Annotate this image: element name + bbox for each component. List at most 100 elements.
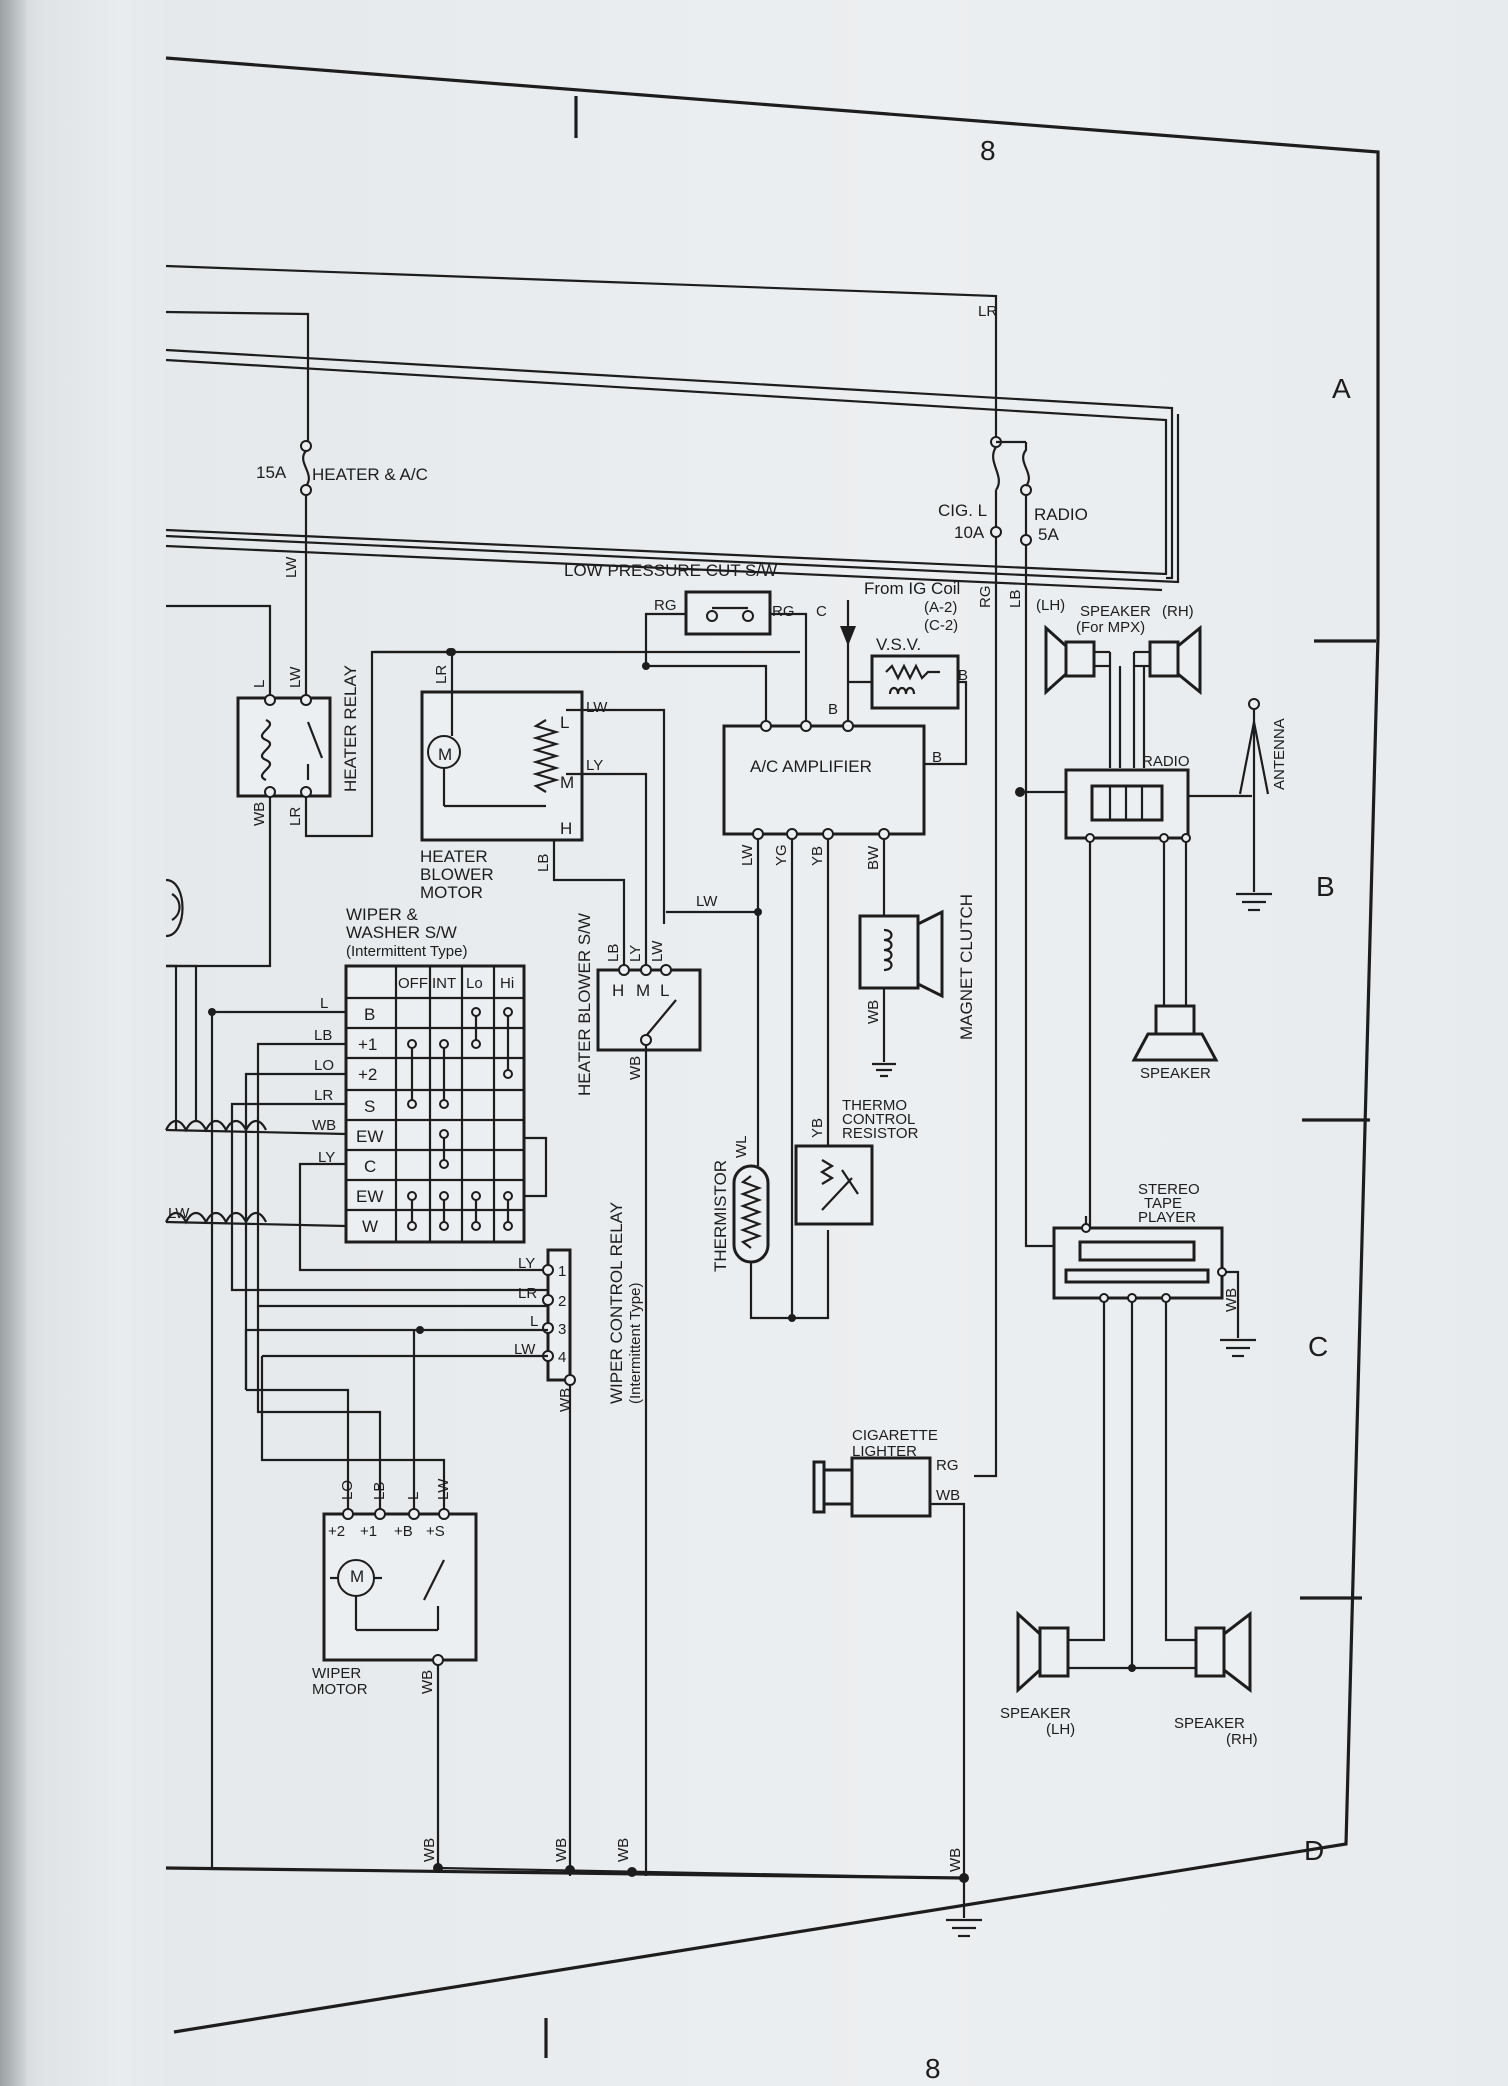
speaker-center-label: SPEAKER — [1140, 1065, 1211, 1082]
ac-amplifier-label: A/C AMPLIFIER — [750, 757, 872, 776]
row-letter-c: C — [1308, 1331, 1328, 1362]
row-letter-a: A — [1332, 373, 1351, 404]
motor-wire-lo: LO — [339, 1480, 356, 1500]
wiper-motor-label-2: MOTOR — [312, 1681, 368, 1698]
blower-sw-wire-ly: LY — [627, 945, 644, 962]
fuse-heater-name: HEATER & A/C — [312, 465, 428, 484]
vsv-wire-b: B — [958, 667, 968, 684]
heater-blower-switch — [596, 964, 702, 1876]
wiper-row-plus2: +2 — [358, 1065, 377, 1084]
mpx-lh: (LH) — [1036, 597, 1065, 614]
speaker-rh — [1194, 1610, 1252, 1694]
wire-motor-lw — [260, 1356, 446, 1509]
wire-relay-l — [166, 604, 272, 695]
blower-wire-lr: LR — [433, 665, 450, 684]
wire-blower-lb — [552, 840, 626, 970]
blower-out-lb: LB — [535, 854, 552, 872]
wiper-motor-symbol: M — [350, 1567, 364, 1586]
relay-wire-lr2: LR — [518, 1285, 537, 1302]
tape-label-3: PLAYER — [1138, 1209, 1196, 1226]
wire-lb-radio — [1024, 545, 1060, 1248]
speaker-mpx-rh — [1134, 624, 1202, 696]
cutoff-component — [165, 878, 184, 1130]
wiper-row-ew2: EW — [356, 1187, 383, 1206]
cig-lighter-label-2: LIGHTER — [852, 1443, 917, 1460]
thermo-wire-yb: YB — [809, 1118, 826, 1138]
cig-lighter-label-1: CIGARETTE — [852, 1427, 938, 1444]
blower-term-l: L — [560, 713, 569, 732]
relay-pin-2: 2 — [558, 1293, 566, 1310]
blower-term-h: H — [560, 819, 572, 838]
relay-wire-l: L — [251, 680, 268, 688]
wire-motor-lo — [246, 1388, 350, 1509]
relay-wire-l2: L — [530, 1313, 538, 1330]
wiper-wire-ly: LY — [318, 1149, 335, 1166]
column-number-bottom: 8 — [925, 2053, 941, 2084]
wiper-motor — [322, 1508, 478, 1666]
cigarette-lighter — [812, 1456, 966, 1878]
wiper-row-b: B — [364, 1005, 375, 1024]
fuse-cig-name: CIG. L — [938, 501, 987, 520]
tape-label-1: STEREO — [1138, 1181, 1200, 1198]
mpx-speaker: SPEAKER — [1080, 603, 1151, 620]
tape-label-2: TAPE — [1144, 1195, 1182, 1212]
amp-wire-bw: BW — [865, 845, 882, 870]
mpx-rh: (RH) — [1162, 603, 1194, 620]
amp-wire-b: B — [932, 749, 942, 766]
vsv-label: V.S.V. — [876, 635, 921, 654]
relay-wire-lw: LW — [287, 666, 304, 688]
relay-pin-1: 1 — [558, 1263, 566, 1280]
heater-blower-motor — [420, 648, 584, 842]
relay-pin-3: 3 — [558, 1321, 566, 1338]
lpc-wire-rg-1: RG — [654, 597, 677, 614]
amp-wire-yb: YB — [809, 846, 826, 866]
wiper-wire-wb: WB — [312, 1117, 336, 1134]
relay-wire-ly: LY — [518, 1255, 535, 1272]
thermo-control-resistor — [794, 1144, 874, 1226]
relay-wire-wb2: WB — [557, 1388, 574, 1412]
blower-motor-label-2: BLOWER — [420, 865, 494, 884]
wiper-control-relay — [542, 1248, 576, 1876]
amp-wire-yg: YG — [773, 844, 790, 866]
wiper-term-pluss: +S — [426, 1523, 445, 1540]
blower-out-lw: LW — [586, 699, 608, 716]
antenna-label: ANTENNA — [1271, 718, 1288, 790]
wiper-wire-l: L — [320, 995, 328, 1012]
low-pressure-cut-label: LOW PRESSURE CUT S/W — [564, 561, 777, 580]
blower-out-ly: LY — [586, 757, 603, 774]
clutch-wire-wb: WB — [865, 1000, 882, 1024]
ground-wb-2: WB — [553, 1838, 570, 1862]
lpc-wire-rg-2: RG — [772, 603, 795, 620]
relay-pin-4: 4 — [558, 1349, 566, 1366]
junction-lpc — [642, 662, 650, 670]
wiper-term-plusb: +B — [394, 1523, 413, 1540]
wiper-sw-label-1: WIPER & — [346, 905, 418, 924]
wiper-wire-lr: LR — [314, 1087, 333, 1104]
blower-motor-symbol: M — [438, 745, 452, 764]
junction-feed — [446, 648, 454, 656]
motor-wire-lb: LB — [371, 1482, 388, 1500]
wire-rg-cig — [974, 537, 998, 1478]
cig-wire-rg: RG — [936, 1457, 959, 1474]
thermistor — [732, 918, 830, 1322]
blower-sw-wire-wb: WB — [627, 1056, 644, 1080]
top-bus-wires — [165, 264, 1180, 592]
wiper-switch-table — [344, 964, 548, 1244]
from-ig-coil-2: (A-2) — [924, 599, 957, 616]
blower-sw-wire-lw: LW — [649, 940, 666, 962]
lpc-wire-c: C — [816, 603, 827, 620]
junction-amp-lw — [754, 908, 762, 916]
wire-blower-lw — [566, 708, 666, 924]
tape-wire-wb: WB — [1223, 1288, 1240, 1312]
fuse-heater-amp: 15A — [256, 463, 287, 482]
heater-blower-sw-label: HEATER BLOWER S/W — [575, 913, 594, 1096]
heater-relay — [236, 694, 332, 798]
wire-motor-lb — [256, 1306, 382, 1509]
wiper-row-ew1: EW — [356, 1127, 383, 1146]
relay-wire-lr: LR — [287, 807, 304, 826]
tape-speaker-wires — [1068, 1302, 1196, 1672]
row-letter-b: B — [1316, 871, 1335, 902]
relay-wire-wb: WB — [251, 802, 268, 826]
